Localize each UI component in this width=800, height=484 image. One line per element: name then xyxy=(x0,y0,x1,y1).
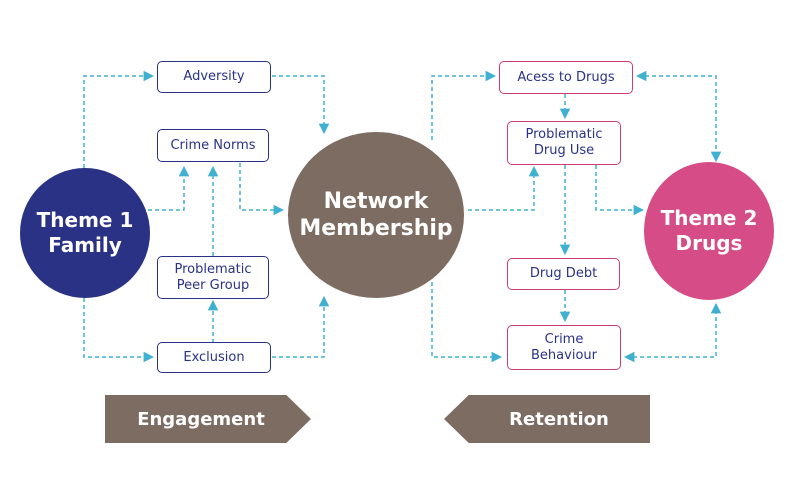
access-to-drugs-box: Acess to Drugs xyxy=(499,61,633,94)
crime-norms-label: Crime Norms xyxy=(170,137,256,153)
theme1-title: Theme 1 xyxy=(36,208,134,232)
network-title-line1: Network xyxy=(323,188,429,214)
theme2-title: Theme 2 xyxy=(660,206,758,230)
exclusion-box: Exclusion xyxy=(157,342,271,373)
network-title-line2: Membership xyxy=(299,216,453,241)
drug-debt-label: Drug Debt xyxy=(529,266,598,282)
retention-banner: Retention xyxy=(444,395,650,443)
crime-behaviour-label-line2: Behaviour xyxy=(531,347,597,363)
crime-behaviour-label-line1: Crime xyxy=(544,331,584,347)
arrow-family-to-crime-norms xyxy=(148,165,190,211)
retention-label: Retention xyxy=(509,408,609,430)
crime-behaviour-box: Crime Behaviour xyxy=(507,325,621,370)
drug-use-label-line2: Drug Use xyxy=(533,143,595,158)
engagement-banner: Engagement xyxy=(105,395,311,443)
arrow-family-to-exclusion xyxy=(83,298,155,363)
arrow-network-to-crime xyxy=(431,282,503,363)
problematic-drug-use-box: Problematic Drug Use xyxy=(507,121,621,165)
crime-norms-box: Crime Norms xyxy=(157,129,269,162)
arrow-crime-drugs-bidirectional xyxy=(623,302,722,363)
arrow-access-drugs-bidirectional xyxy=(635,70,722,163)
arrow-drug-use-to-drugs xyxy=(595,165,645,216)
problematic-peer-group-box: Problematic Peer Group xyxy=(157,256,269,299)
peer-group-label-line2: Peer Group xyxy=(176,277,250,293)
drug-debt-box: Drug Debt xyxy=(507,258,620,290)
drug-use-label-line1: Problematic xyxy=(525,127,603,143)
theme1-family-circle: Theme 1 Family xyxy=(20,168,150,298)
theme2-drugs-circle: Theme 2 Drugs xyxy=(644,162,774,300)
theme1-subtitle: Family xyxy=(48,233,122,257)
access-to-drugs-label: Acess to Drugs xyxy=(517,69,615,85)
arrow-family-to-adversity xyxy=(83,70,155,168)
adversity-label: Adversity xyxy=(183,69,245,85)
peer-group-label-line1: Problematic xyxy=(174,261,252,277)
arrow-crime-norms-to-network xyxy=(239,163,285,216)
adversity-box: Adversity xyxy=(157,61,271,93)
arrow-exclusion-to-network xyxy=(272,295,330,358)
exclusion-label: Exclusion xyxy=(183,349,245,365)
arrow-adversity-to-network xyxy=(272,75,330,135)
arrow-network-to-drug-use xyxy=(468,165,540,211)
arrow-network-to-access xyxy=(431,70,497,140)
network-membership-circle: Network Membership xyxy=(288,132,464,298)
engagement-label: Engagement xyxy=(137,408,265,430)
theme2-subtitle: Drugs xyxy=(675,231,743,255)
